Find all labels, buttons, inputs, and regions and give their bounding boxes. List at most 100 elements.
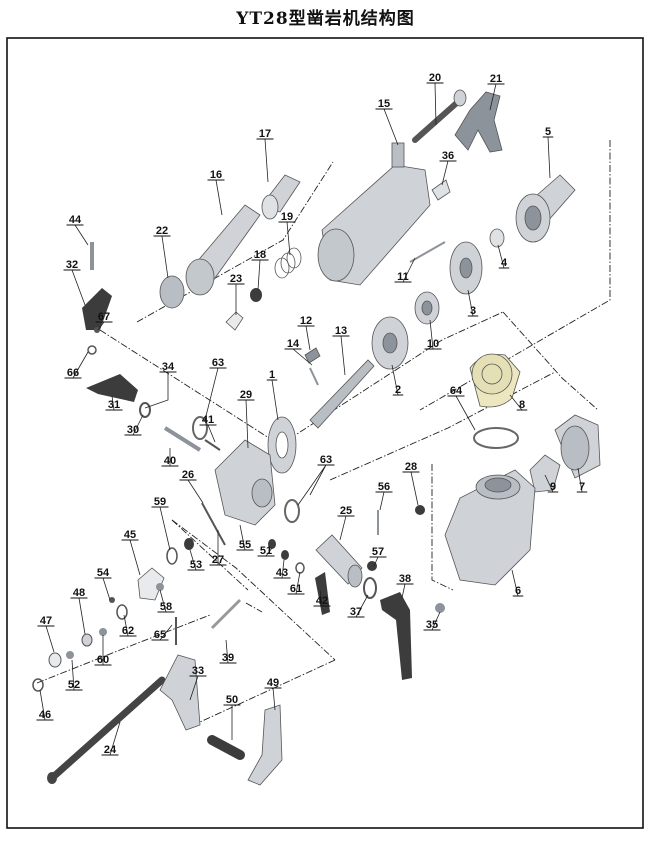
callout-label-6: 6: [515, 585, 521, 597]
callout-label-15: 15: [378, 98, 390, 110]
callout-label-36: 36: [442, 150, 454, 162]
callout-label-30: 30: [127, 424, 139, 436]
part-46: [32, 678, 44, 692]
callout-label-37: 37: [350, 606, 362, 618]
part-13: [309, 359, 375, 429]
part-64: [473, 427, 519, 449]
part-bolt: [412, 89, 467, 143]
callout-label-48: 48: [73, 587, 85, 599]
callout-label-11: 11: [397, 271, 409, 283]
part-24: [47, 676, 166, 784]
part-10: [414, 291, 440, 325]
callout-label-10: 10: [427, 338, 439, 350]
part-32: [82, 288, 112, 330]
part-cap-8: [469, 353, 521, 408]
callout-label-63: 63: [320, 454, 332, 466]
callout-label-29: 29: [240, 389, 252, 401]
callout-label-25: 25: [340, 505, 352, 517]
callout-label-14: 14: [287, 338, 300, 350]
part-29: [214, 439, 276, 526]
part-35: [435, 603, 445, 613]
callout-label-40: 40: [164, 455, 176, 467]
callout-label-60: 60: [97, 654, 109, 666]
callout-label-55: 55: [239, 539, 251, 551]
callout-label-38: 38: [399, 573, 411, 585]
part-48: [81, 633, 93, 647]
part-53: [184, 538, 194, 550]
callout-label-17: 17: [259, 128, 271, 140]
part-54: [109, 597, 115, 603]
callout-label-43: 43: [276, 567, 288, 579]
callout-label-42: 42: [316, 595, 328, 607]
callout-label-66: 66: [67, 367, 79, 379]
part-3: [449, 241, 483, 295]
callout-label-67: 67: [98, 311, 110, 323]
diagram-title: YT28型凿岩机结构图: [236, 9, 415, 29]
callout-label-63: 63: [212, 357, 224, 369]
callout-label-20: 20: [429, 72, 441, 84]
callout-label-23: 23: [230, 273, 242, 285]
part-62: [116, 604, 128, 620]
callout-label-31: 31: [108, 399, 120, 411]
callout-label-26: 26: [182, 469, 194, 481]
callout-label-2: 2: [395, 384, 401, 396]
part-52: [66, 651, 74, 659]
part-38: [380, 592, 412, 680]
part-28: [415, 505, 425, 515]
part-12: [304, 347, 321, 364]
callout-label-22: 22: [156, 225, 168, 237]
callout-label-3: 3: [470, 305, 476, 317]
callout-label-24: 24: [104, 744, 117, 756]
callout-label-49: 49: [267, 677, 279, 689]
part-51: [268, 539, 276, 549]
part-39: [210, 598, 242, 630]
callout-label-56: 56: [378, 481, 390, 493]
part-6: [444, 469, 536, 586]
part-18: [250, 288, 262, 302]
callout-label-13: 13: [335, 325, 347, 337]
callout-label-16: 16: [210, 169, 222, 181]
part-spring-19: [274, 247, 302, 279]
part-25: [315, 534, 363, 588]
callout-label-51: 51: [260, 545, 272, 557]
callout-label-8: 8: [519, 399, 525, 411]
part-14: [309, 367, 319, 386]
callout-label-50: 50: [226, 694, 238, 706]
callout-label-19: 19: [281, 211, 293, 223]
callout-label-35: 35: [426, 619, 438, 631]
callout-label-12: 12: [300, 315, 312, 327]
part-22: [159, 275, 185, 309]
part-30: [139, 402, 151, 418]
callout-label-7: 7: [579, 481, 585, 493]
leader-lines: [39, 82, 583, 756]
diagram-border: [6, 37, 644, 829]
part-26: [201, 502, 226, 546]
part-67: [94, 327, 100, 333]
part-cylinder: [317, 142, 431, 286]
callout-label-41: 41: [202, 414, 214, 426]
part-front-sleeve: [515, 174, 576, 243]
part-60: [99, 628, 107, 636]
part-47: [48, 652, 62, 668]
callout-label-58: 58: [160, 601, 172, 613]
part-58: [156, 583, 164, 591]
parts: [32, 89, 601, 786]
callout-label-61: 61: [290, 583, 302, 595]
callout-label-54: 54: [97, 567, 110, 579]
part-36: [431, 179, 451, 201]
callout-label-9: 9: [550, 481, 556, 493]
part-11: [409, 241, 446, 263]
callout-label-18: 18: [254, 249, 266, 261]
part-33: [159, 654, 201, 731]
callout-label-52: 52: [68, 679, 80, 691]
part-66: [87, 345, 97, 355]
callout-label-59: 59: [154, 496, 166, 508]
callout-label-53: 53: [190, 559, 202, 571]
part-50: [207, 735, 245, 760]
callout-label-27: 27: [212, 554, 224, 566]
callout-label-45: 45: [124, 529, 136, 541]
callout-label-21: 21: [490, 73, 502, 85]
callout-label-46: 46: [39, 709, 51, 721]
